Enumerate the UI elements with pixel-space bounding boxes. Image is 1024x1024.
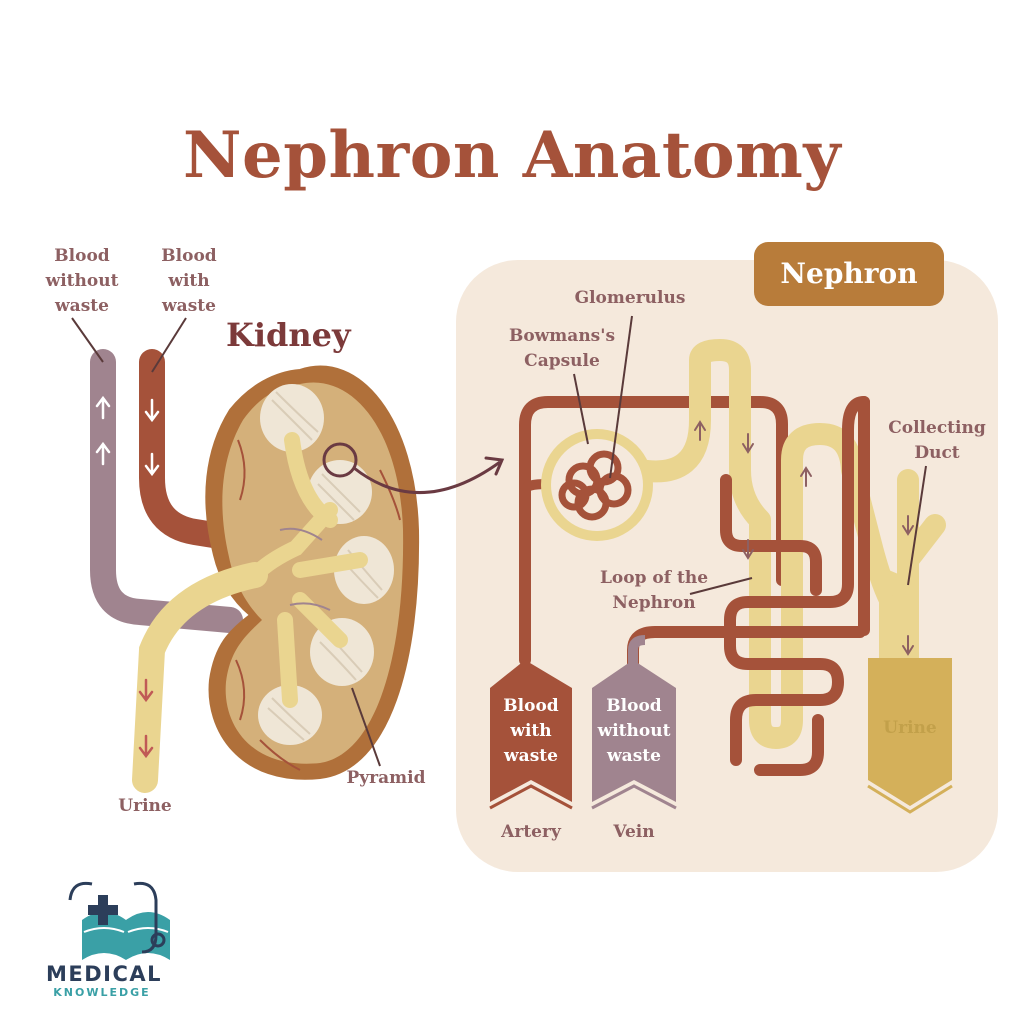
label-line: Blood xyxy=(161,246,217,266)
label-line: waste xyxy=(55,296,109,316)
label-line: Capsule xyxy=(524,351,600,371)
ureter xyxy=(132,562,268,793)
urine-box xyxy=(868,658,952,806)
renal-pelvis xyxy=(247,432,368,708)
label-kidney-urine: Urine xyxy=(118,796,172,816)
label-line: Duct xyxy=(914,443,960,463)
nephron-artery xyxy=(519,396,788,666)
label-line: Collecting xyxy=(888,418,986,438)
logo-graphic xyxy=(68,881,170,960)
label-line: Loop of the xyxy=(599,568,709,588)
label-line: Blood xyxy=(503,696,559,716)
label-glomerulus: Glomerulus xyxy=(574,288,686,308)
label-artery: Artery xyxy=(501,822,561,842)
urine-box-label: Urine xyxy=(883,718,937,738)
artery-box-label: Blood with waste xyxy=(490,694,572,769)
zoom-circle xyxy=(322,442,358,478)
label-pyramid: Pyramid xyxy=(346,768,426,788)
kidney-title: Kidney xyxy=(226,316,351,354)
nephron-tag-label: Nephron xyxy=(780,257,918,290)
label-line: without xyxy=(45,271,119,291)
label-line: waste xyxy=(162,296,216,316)
glomerulus xyxy=(558,450,632,521)
label-collecting-duct: Collecting Duct xyxy=(882,416,992,466)
label-loop-of-nephron: Loop of the Nephron xyxy=(596,566,712,616)
label-blood-with-waste: Blood with waste xyxy=(156,244,222,319)
renal-artery xyxy=(139,349,258,553)
label-line: Nephron xyxy=(612,593,696,613)
label-line: waste xyxy=(607,746,661,766)
label-bowmans-capsule: Bowmans's Capsule xyxy=(504,324,620,374)
label-line: with xyxy=(510,721,552,741)
label-line: with xyxy=(168,271,210,291)
page-title: Nephron Anatomy xyxy=(182,118,842,193)
zoom-arrow xyxy=(353,460,501,494)
vein-box xyxy=(592,660,676,802)
label-line: without xyxy=(597,721,671,741)
nephron-tag: Nephron xyxy=(754,242,944,306)
label-line: Blood xyxy=(54,246,110,266)
artery-box xyxy=(490,660,572,802)
logo-text-medical: MEDICAL xyxy=(46,962,163,986)
renal-vein xyxy=(90,349,243,633)
label-line: waste xyxy=(504,746,558,766)
label-vein: Vein xyxy=(613,822,655,842)
vein-box-label: Blood without waste xyxy=(592,694,676,769)
logo-text-knowledge: KNOWLEDGE xyxy=(53,986,151,999)
label-line: Blood xyxy=(606,696,662,716)
label-line: Bowmans's xyxy=(508,326,616,346)
label-blood-without-waste: Blood without waste xyxy=(42,244,122,319)
